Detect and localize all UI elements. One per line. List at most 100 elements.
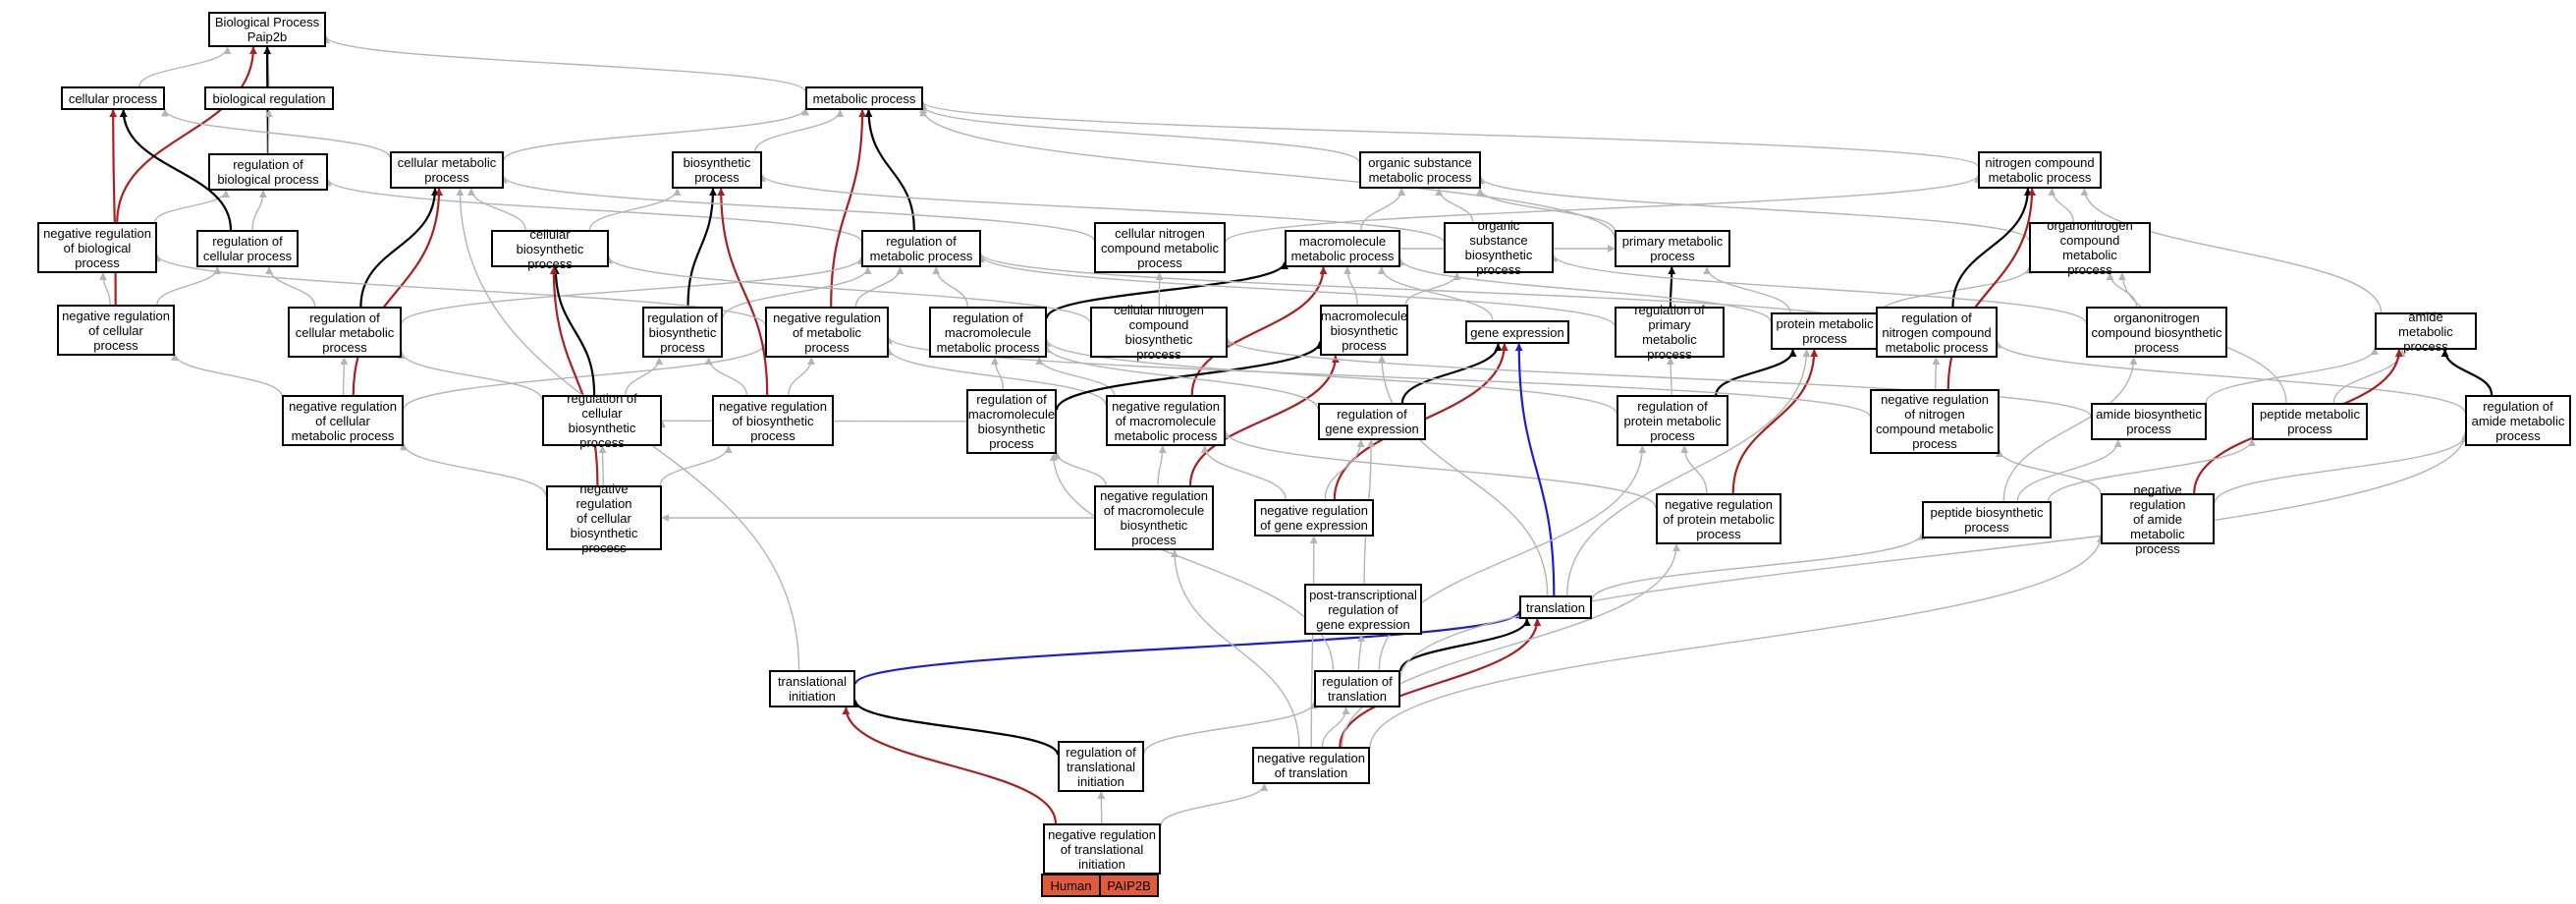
go-term-br[interactable]: biological regulation [204,86,334,110]
edge-oncbp-osbp [1550,254,2087,324]
go-term-nrprmp[interactable]: negative regulation of protein metabolic… [1656,493,1781,544]
edge-nrmp-rmp [854,266,904,308]
go-term-cmp[interactable]: cellular metabolic process [390,151,504,189]
go-term-mp[interactable]: metabolic process [805,86,923,110]
edge-rmbp-mbp [1055,340,1324,411]
go-term-cbp[interactable]: cellular biosynthetic process [491,227,609,271]
go-term-oncbp[interactable]: organonitrogen compound biosynthetic pro… [2086,307,2227,358]
go-term-rbp[interactable]: regulation of biological process [208,153,328,191]
edge-cmp-mp [503,107,809,161]
edge-nrge-nrmmp [1200,445,1287,500]
edge-rprmp-rmmp [1043,338,1617,414]
edge-rbp2-rmp [722,266,872,318]
legend-gene: PAIP2B [1099,876,1157,895]
go-term-oncmp[interactable]: organonitrogen compound metabolic proces… [2029,218,2151,277]
edge-prmp-oncmp [1878,265,2033,314]
go-term-ptrge[interactable]: post-transcriptional regulation of gene … [1304,584,1422,635]
edge-nrtr-nramp [1369,535,2105,749]
edge-tr-mbp [1378,355,1549,596]
go-term-tr[interactable]: translation [1519,595,1592,619]
go-term-ti[interactable]: translational initiation [769,670,855,707]
go-term-cncbp[interactable]: cellular nitrogen compound biosynthetic … [1090,303,1228,362]
go-term-nrncmp[interactable]: negative regulation of nitrogen compound… [1870,389,2000,454]
go-term-rcbp[interactable]: regulation of cellular biosynthetic proc… [542,391,662,450]
edge-nrti-ti [842,706,1057,824]
edge-amp-ncmp [2080,188,2383,313]
go-term-nrbp2[interactable]: negative regulation of biosynthetic proc… [712,395,834,446]
edge-rmp-rbp [324,178,862,243]
go-term-rmbp[interactable]: regulation of macromolecule biosynthetic… [966,389,1057,454]
edge-nrccbp-cbp [549,266,599,486]
go-term-nrcp[interactable]: negative regulation of cellular process [57,305,175,356]
go-term-mmp[interactable]: macromolecule metabolic process [1285,230,1400,267]
go-term-cp[interactable]: cellular process [61,86,165,110]
edge-rtr-ramp [1399,431,2469,679]
go-term-rprmp[interactable]: regulation of protein metabolic process [1617,395,1728,446]
edge-nrccbp-nrcmp [400,442,547,497]
edge-mmp-osmp [1360,188,1406,231]
edge-nrmmp-rmmp [1035,357,1116,396]
go-term-rge[interactable]: regulation of gene expression [1318,403,1426,440]
go-term-ramp[interactable]: regulation of amide metabolic process [2465,395,2571,446]
edge-rmmp-mmp [1045,261,1288,319]
edge-nramp-nrncmp [1996,449,2102,494]
go-term-nrtr[interactable]: negative regulation of translation [1252,747,1370,784]
edge-rcp-rbp [251,190,267,231]
edge-nrbp2-rbp2 [704,357,748,396]
go-term-pmp[interactable]: primary metabolic process [1615,230,1730,267]
go-term-rmp[interactable]: regulation of metabolic process [861,230,981,267]
go-term-amp[interactable]: amide metabolic process [2375,310,2477,354]
go-term-mbp[interactable]: macromolecule biosynthetic process [1320,305,1408,356]
go-term-nrmbp[interactable]: negative regulation of macromolecule bio… [1094,485,1214,550]
edge-mp-root [322,35,806,92]
go-term-bp[interactable]: biosynthetic process [672,151,762,189]
edge-prmp-mmp [1397,257,1772,322]
go-term-cncmp[interactable]: cellular nitrogen compound metabolic pro… [1094,222,1226,273]
go-term-osmp[interactable]: organic substance metabolic process [1359,151,1481,189]
edge-rge-rmmp [1043,345,1319,410]
edge-rmp-mp [864,109,915,231]
edge-nrmbp-rmbp [1053,451,1107,486]
edge-nrccbp-rcbp [598,445,607,486]
edge-pepbp-oncbp [2002,357,2138,502]
go-term-nrmp[interactable]: negative regulation of metabolic process [765,307,889,358]
go-term-rmmp[interactable]: regulation of macromolecule metabolic pr… [929,307,1047,358]
edge-nrti-nrtr [1160,783,1269,826]
go-term-rti[interactable]: regulation of translational initiation [1058,741,1144,792]
go-term-nrti[interactable]: negative regulation of translational ini… [1043,823,1161,875]
edge-ramp-rncmp [1994,340,2466,414]
edge-cp-root [138,46,232,87]
go-term-root[interactable]: Biological Process Paip2b [208,12,326,47]
edge-rcbp-rcmp [398,351,543,401]
edge-oncmp-osmp [1477,176,2030,242]
go-term-nrcmp[interactable]: negative regulation of cellular metaboli… [282,395,404,446]
edge-rge-ge [1400,343,1503,404]
go-term-ncmp[interactable]: nitrogen compound metabolic process [1978,151,2102,189]
go-term-nrbp[interactable]: negative regulation of biological proces… [37,222,157,273]
go-term-rcp[interactable]: regulation of cellular process [196,230,299,267]
go-term-nramp[interactable]: negative regulation of amide metabolic p… [2101,482,2215,556]
go-term-rpmp[interactable]: regulation of primary metabolic process [1615,303,1725,362]
edge-rti-ti [851,700,1060,756]
edge-ramp-amp [2440,349,2494,396]
edge-prmp-pmp [1703,266,1791,313]
edge-nrcmp-cmp [352,188,444,396]
go-term-abp[interactable]: amide biosynthetic process [2091,403,2207,440]
go-term-nrccbp[interactable]: negative regulation of cellular biosynth… [546,481,662,555]
go-term-rtr[interactable]: regulation of translation [1314,670,1400,707]
go-term-prmp[interactable]: protein metabolic process [1771,312,1879,350]
go-term-rncmp[interactable]: regulation of nitrogen compound metaboli… [1876,307,1998,358]
go-term-nrge[interactable]: negative regulation of gene expression [1254,499,1374,537]
go-term-nrmmp[interactable]: negative regulation of macromolecule met… [1106,395,1226,446]
go-term-pepbp[interactable]: peptide biosynthetic process [1922,501,2052,538]
go-term-rcmp[interactable]: regulation of cellular metabolic process [288,307,402,358]
go-term-rbp2[interactable]: regulation of biosynthetic process [642,307,723,358]
edge-cbp-cmp [466,188,526,231]
edge-nrmbp-nrmmp [1157,445,1167,486]
go-term-pepmp[interactable]: peptide metabolic process [2252,403,2368,440]
edge-rprmp-rpmp [1666,357,1674,396]
edge-pepmp-amp [2332,349,2406,404]
go-term-osbp[interactable]: organic substance biosynthetic process [1444,218,1554,277]
go-term-ge[interactable]: gene expression [1465,320,1569,344]
